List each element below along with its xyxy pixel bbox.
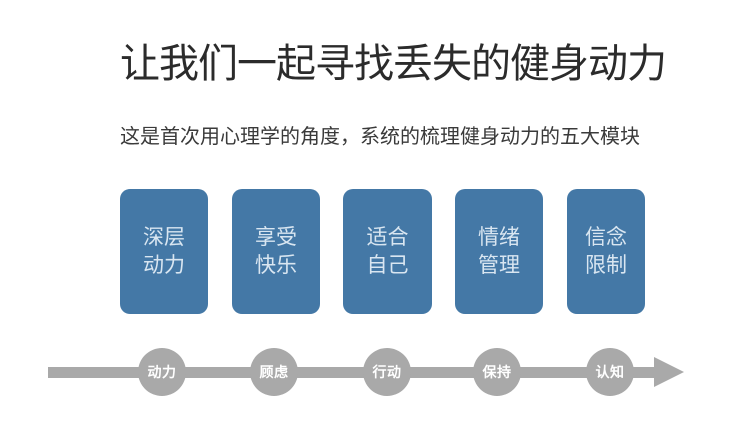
slide-subtitle: 这是首次用心理学的角度，系统的梳理健身动力的五大模块 xyxy=(120,126,640,148)
timeline-step-motivation: 动力 xyxy=(138,348,186,396)
module-label-line: 动力 xyxy=(143,253,185,277)
module-label-line: 快乐 xyxy=(255,253,297,277)
timeline-arrow-shaft xyxy=(48,367,656,378)
module-label-line: 限制 xyxy=(585,253,627,277)
module-label-line: 适合 xyxy=(366,225,409,249)
timeline-step-action: 行动 xyxy=(363,348,411,396)
timeline-step-maintain: 保持 xyxy=(473,348,521,396)
timeline-step-label: 行动 xyxy=(372,364,402,380)
module-label-line: 情绪 xyxy=(478,225,520,249)
module-label-line: 自己 xyxy=(366,253,409,277)
module-label-line: 管理 xyxy=(478,253,520,277)
module-card-emotion-management: 情绪 管理 xyxy=(455,189,543,314)
module-card-fit-yourself: 适合 自己 xyxy=(343,189,432,314)
timeline-step-label: 认知 xyxy=(595,364,625,380)
timeline-step-concern: 顾虑 xyxy=(250,348,298,396)
module-label-line: 享受 xyxy=(255,225,297,249)
module-card-enjoy-fun: 享受 快乐 xyxy=(232,189,320,314)
slide-title: 让我们一起寻找丢失的健身动力 xyxy=(120,42,667,86)
timeline-step-label: 动力 xyxy=(147,364,177,380)
module-label-line: 深层 xyxy=(143,225,185,249)
timeline-arrow-head-icon xyxy=(654,357,684,387)
module-label-line: 信念 xyxy=(585,225,627,249)
timeline-step-cognition: 认知 xyxy=(586,348,634,396)
module-card-deep-motivation: 深层 动力 xyxy=(120,189,208,314)
module-card-belief-limits: 信念 限制 xyxy=(567,189,645,314)
timeline-step-label: 顾虑 xyxy=(259,364,289,380)
timeline-step-label: 保持 xyxy=(482,364,512,380)
